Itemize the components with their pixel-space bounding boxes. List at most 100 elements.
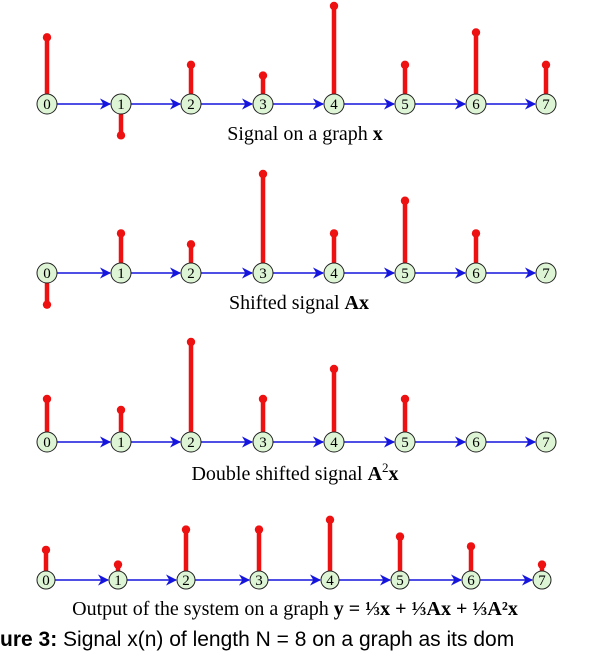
graph-node-circle [535,431,557,453]
graph-node-circle [461,570,481,590]
panel-output-nodes: 0 1 2 3 4 5 6 7 [36,570,552,590]
graph-node-circle [36,431,58,453]
graph-node: 6 [461,570,481,590]
graph-node: 7 [535,431,557,453]
graph-node-circle [323,93,345,115]
graph-node-label: 3 [255,573,263,589]
stem-marker [329,364,339,374]
panel-output-stems [41,515,547,580]
panel-output: 0 1 2 3 4 5 6 7 Output of the system on a graph… [36,515,552,620]
stem-marker [116,131,126,140]
stem-marker [254,525,264,534]
panel-double-shifted-stems [42,337,410,442]
graph-node-circle [323,262,345,284]
stem-marker [42,300,52,309]
graph-node-label: 7 [542,266,550,282]
graph-node-circle [110,262,132,284]
graph-node: 6 [465,431,487,453]
graph-node: 6 [465,93,487,115]
stem-marker [116,405,126,415]
graph-node: 7 [532,570,552,590]
graph-node-label: 6 [467,573,475,589]
stem-marker [113,560,123,569]
graph-node-circle [252,431,274,453]
stem-marker [258,71,268,80]
stem-marker [400,196,410,205]
graph-node-label: 5 [401,97,409,113]
graph-node: 4 [320,570,340,590]
graph-node-label: 2 [187,435,195,451]
graph-node-label: 2 [187,266,195,282]
graph-node-label: 0 [43,97,51,113]
graph-node-circle [180,431,202,453]
graph-node: 5 [394,431,416,453]
stem-marker [258,394,268,404]
stem-marker [186,60,196,69]
graph-node-label: 4 [326,573,334,589]
stem-marker [181,525,191,534]
graph-node-circle [252,262,274,284]
panel-signal-caption: Signal on a graph x [227,123,383,145]
graph-node-circle [465,93,487,115]
stem-marker [471,28,481,37]
panel-shifted-caption: Shifted signal Ax [229,292,369,314]
stem-marker [471,229,481,238]
graph-node-circle [323,431,345,453]
graph-node: 5 [394,93,416,115]
graph-node-label: 6 [472,435,480,451]
graph-node-circle [532,570,552,590]
graph-node: 2 [176,570,196,590]
graph-node-label: 4 [330,266,338,282]
panel-double-shifted-nodes: 0 1 2 3 4 5 6 7 [36,431,557,453]
graph-node-label: 1 [117,435,125,451]
stem-marker [42,394,52,404]
graph-node-circle [36,570,56,590]
graph-node-label: 3 [259,266,267,282]
figure-caption-text: Signal x(n) of length N = 8 on a graph a… [57,628,515,651]
stem-marker [329,229,339,238]
graph-node: 7 [535,262,557,284]
stem-marker [258,169,268,179]
graph-node: 3 [252,262,274,284]
graph-node-label: 0 [43,435,51,451]
stem-marker [395,532,405,541]
stem-marker [537,560,547,569]
graph-node: 1 [110,262,132,284]
graph-node-circle [36,93,58,115]
graph-node-label: 0 [42,573,50,589]
graph-node-circle [465,431,487,453]
graph-node: 4 [323,262,345,284]
graph-node: 5 [390,570,410,590]
graph-node-circle [108,570,128,590]
graph-node-label: 3 [259,435,267,451]
stem-marker [325,515,335,524]
graph-node: 3 [249,570,269,590]
figure-caption-lead: ure 3: [0,628,58,651]
stem-marker [400,60,410,69]
stem-marker [116,229,126,238]
graph-node: 3 [252,431,274,453]
panel-output-caption: Output of the system on a graph y = ⅓x +… [72,598,518,620]
graph-node-label: 1 [117,266,125,282]
graph-node: 4 [323,431,345,453]
graph-node-label: 5 [401,266,409,282]
graph-node: 0 [36,93,58,115]
graph-node-circle [180,262,202,284]
graph-node: 5 [394,262,416,284]
graph-node-circle [390,570,410,590]
graph-node-circle [320,570,340,590]
graph-node-label: 1 [117,97,125,113]
graph-node-label: 2 [187,97,195,113]
graph-node-label: 6 [472,266,480,282]
graph-node: 1 [110,431,132,453]
figure: 0 1 2 3 4 5 6 7 Signal on a graph x 0 1 2 3 4 5 6 7 Sh… [36,1,557,620]
graph-node: 6 [465,262,487,284]
graph-node-label: 6 [472,97,480,113]
stem-marker [400,394,410,404]
graph-node-label: 7 [542,97,550,113]
graph-node: 1 [108,570,128,590]
